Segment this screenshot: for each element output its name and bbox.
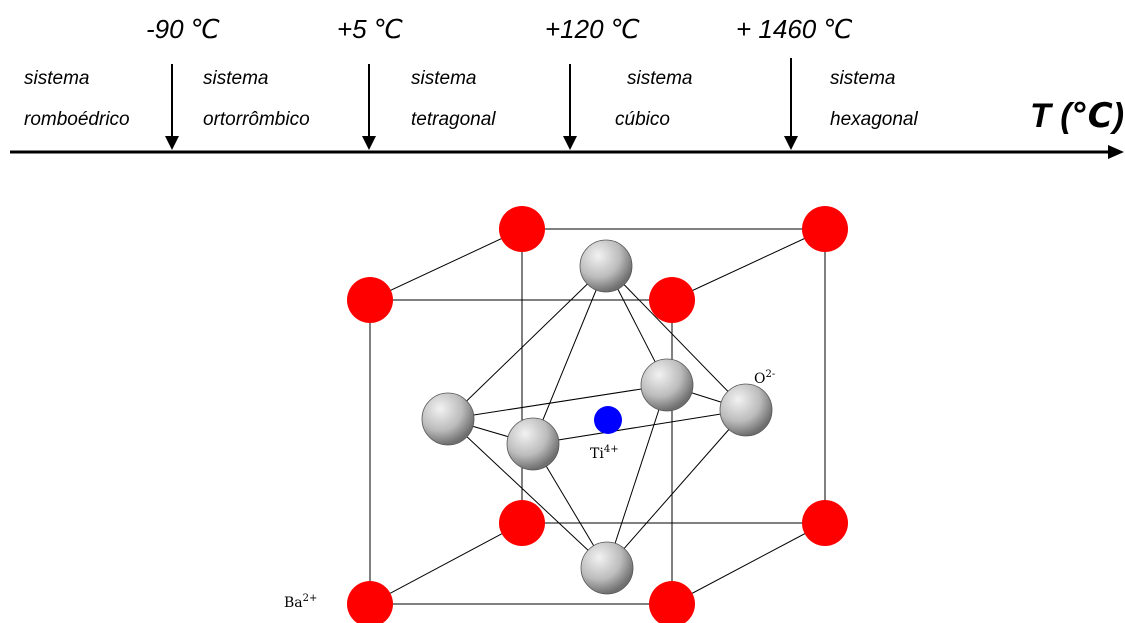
phase-tetragonal-line2: tetragonal xyxy=(411,109,496,130)
titanium-ion xyxy=(594,406,622,434)
oxygen-label: O2- xyxy=(754,369,775,387)
temperature-label-plus-120: +120 ℃ xyxy=(545,14,640,44)
octahedron-edges xyxy=(447,265,747,569)
oxygen-ion xyxy=(719,383,773,437)
oxygen-ion xyxy=(640,358,694,412)
barium-ion xyxy=(499,500,545,546)
temperature-label-minus-90: -90 ℃ xyxy=(146,14,221,44)
barium-ion xyxy=(347,581,393,623)
oxygen-ions xyxy=(421,239,773,595)
phase-cubic: sistema cúbico xyxy=(615,58,692,140)
temperature-axis-label: T (℃) xyxy=(1030,97,1125,135)
temperature-label-plus-5: +5 ℃ xyxy=(337,14,404,44)
phase-hexagonal: sistema hexagonal xyxy=(830,58,918,140)
titanium-label: Ti4+ xyxy=(590,444,619,462)
temperature-label-plus-1460: + 1460 ℃ xyxy=(736,14,853,44)
barium-ion xyxy=(802,206,848,252)
oxygen-ion xyxy=(580,541,634,595)
phase-tetragonal: sistema tetragonal xyxy=(411,58,496,140)
phase-hexagonal-line1: sistema xyxy=(830,68,896,89)
barium-label: Ba2+ xyxy=(284,593,317,611)
oxygen-ion xyxy=(421,392,475,446)
oxygen-ion xyxy=(579,239,633,293)
barium-ion xyxy=(649,277,695,323)
temperature-axis xyxy=(10,145,1124,159)
transition-arrow-plus-1460 xyxy=(784,58,798,150)
phase-orthorhombic-line1: sistema xyxy=(203,68,269,89)
phase-orthorhombic-line2: ortorrômbico xyxy=(203,109,310,130)
phase-cubic-line2: cúbico xyxy=(615,109,670,130)
phase-rhombohedral-line2: romboédrico xyxy=(24,109,130,130)
phase-rhombohedral: sistema romboédrico xyxy=(24,58,130,140)
barium-ion xyxy=(802,500,848,546)
phase-tetragonal-line1: sistema xyxy=(411,68,477,89)
phase-rhombohedral-line1: sistema xyxy=(24,68,90,89)
oxygen-ion xyxy=(506,417,560,471)
transition-arrow-minus-90 xyxy=(165,64,179,150)
axis-arrowhead xyxy=(1108,145,1124,159)
barium-ion xyxy=(347,277,393,323)
transition-arrow-plus-5 xyxy=(362,64,376,150)
phase-orthorhombic: sistema ortorrômbico xyxy=(203,58,310,140)
barium-ions xyxy=(347,206,848,623)
cube-edges xyxy=(369,228,826,605)
barium-ion xyxy=(649,581,695,623)
barium-ion xyxy=(499,206,545,252)
phase-cubic-line1: sistema xyxy=(627,68,693,89)
phase-hexagonal-line2: hexagonal xyxy=(830,109,918,130)
transition-arrow-plus-120 xyxy=(563,64,577,150)
